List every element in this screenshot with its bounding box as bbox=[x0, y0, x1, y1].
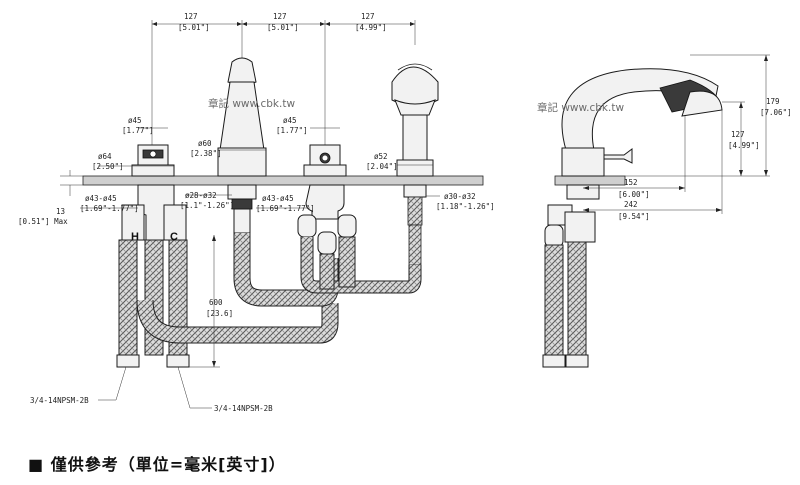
dim-d60-in: [2.38"] bbox=[190, 149, 222, 158]
dim-h179-mm: 179 bbox=[766, 97, 780, 106]
hand-shower bbox=[391, 63, 439, 266]
dim-h127-in: [4.99"] bbox=[728, 141, 760, 150]
dim-d45-right-in: [1.77"] bbox=[276, 126, 308, 135]
spacing-3-in: [4.99"] bbox=[355, 23, 387, 32]
spacing-1-mm: 127 bbox=[184, 12, 198, 21]
dim-hose-len-in: [23.6] bbox=[206, 309, 233, 318]
dim-d52-mm: ø52 bbox=[374, 152, 388, 161]
braided-hoses bbox=[116, 233, 422, 368]
dim-d45-left-in: [1.77"] bbox=[122, 126, 154, 135]
dim-d30-32-mm: ø30-ø32 bbox=[444, 192, 476, 201]
spacing-2-in: [5.01"] bbox=[267, 23, 299, 32]
dim-d43-45-left-in: [1.69"-1.77"] bbox=[80, 204, 139, 213]
dim-d28-32-in: [1.1"-1.26"] bbox=[180, 201, 234, 210]
dim-w242-mm: 242 bbox=[624, 200, 638, 209]
footer-note: ■ 僅供參考（單位=毫米[英寸]） bbox=[28, 455, 286, 474]
dim-d52-in: [2.04"] bbox=[366, 162, 398, 171]
dim-d43-45-right-mm: ø43-ø45 bbox=[262, 194, 294, 203]
spout bbox=[217, 57, 267, 234]
dim-deck-mm: 13 bbox=[56, 207, 65, 216]
cold-label: C bbox=[170, 231, 178, 243]
right-handle-valve bbox=[297, 144, 357, 255]
dim-d28-32-mm: ø28-ø32 bbox=[185, 191, 217, 200]
dim-d43-45-left-mm: ø43-ø45 bbox=[85, 194, 117, 203]
spacing-1-in: [5.01"] bbox=[178, 23, 210, 32]
dim-d43-45-right-in: [1.69"-1.77"] bbox=[256, 204, 315, 213]
dim-w242-in: [9.54"] bbox=[618, 212, 650, 221]
dim-hose-len-mm: 600 bbox=[209, 298, 223, 307]
dim-w152-mm: 152 bbox=[624, 178, 638, 187]
spacing-2-mm: 127 bbox=[273, 12, 287, 21]
dim-d45-left-mm: ø45 bbox=[128, 116, 142, 125]
hot-label: H bbox=[131, 231, 139, 243]
thread-label-right: 3/4-14NPSM-2B bbox=[214, 404, 273, 413]
dim-h127-mm: 127 bbox=[731, 130, 745, 139]
spacing-3-mm: 127 bbox=[361, 12, 375, 21]
side-view: 179 [7.06"] 127 [4.99"] 152 [6.00"] 242 … bbox=[542, 54, 792, 368]
dim-deck-in: [0.51"] Max bbox=[18, 217, 68, 226]
dim-d64-mm: ø64 bbox=[98, 152, 112, 161]
left-handle-valve bbox=[121, 144, 187, 241]
watermark-front: 章記 www.cbk.tw bbox=[208, 97, 295, 110]
dim-h179-in: [7.06"] bbox=[760, 108, 792, 117]
watermark-side: 章記 www.cbk.tw bbox=[537, 101, 624, 114]
thread-label-left: 3/4-14NPSM-2B bbox=[30, 396, 89, 405]
dim-d60-mm: ø60 bbox=[198, 139, 212, 148]
front-view: H C 127 [5.01"] 127 [5.01"] 127 [4.99"] … bbox=[18, 12, 495, 413]
dim-d30-32-in: [1.18"-1.26"] bbox=[436, 202, 495, 211]
deck-slab bbox=[82, 175, 484, 186]
dim-w152-in: [6.00"] bbox=[618, 190, 650, 199]
dim-d64-in: [2.50"] bbox=[92, 162, 124, 171]
dim-d45-right-mm: ø45 bbox=[283, 116, 297, 125]
spacing-dimension-lines bbox=[151, 20, 416, 160]
